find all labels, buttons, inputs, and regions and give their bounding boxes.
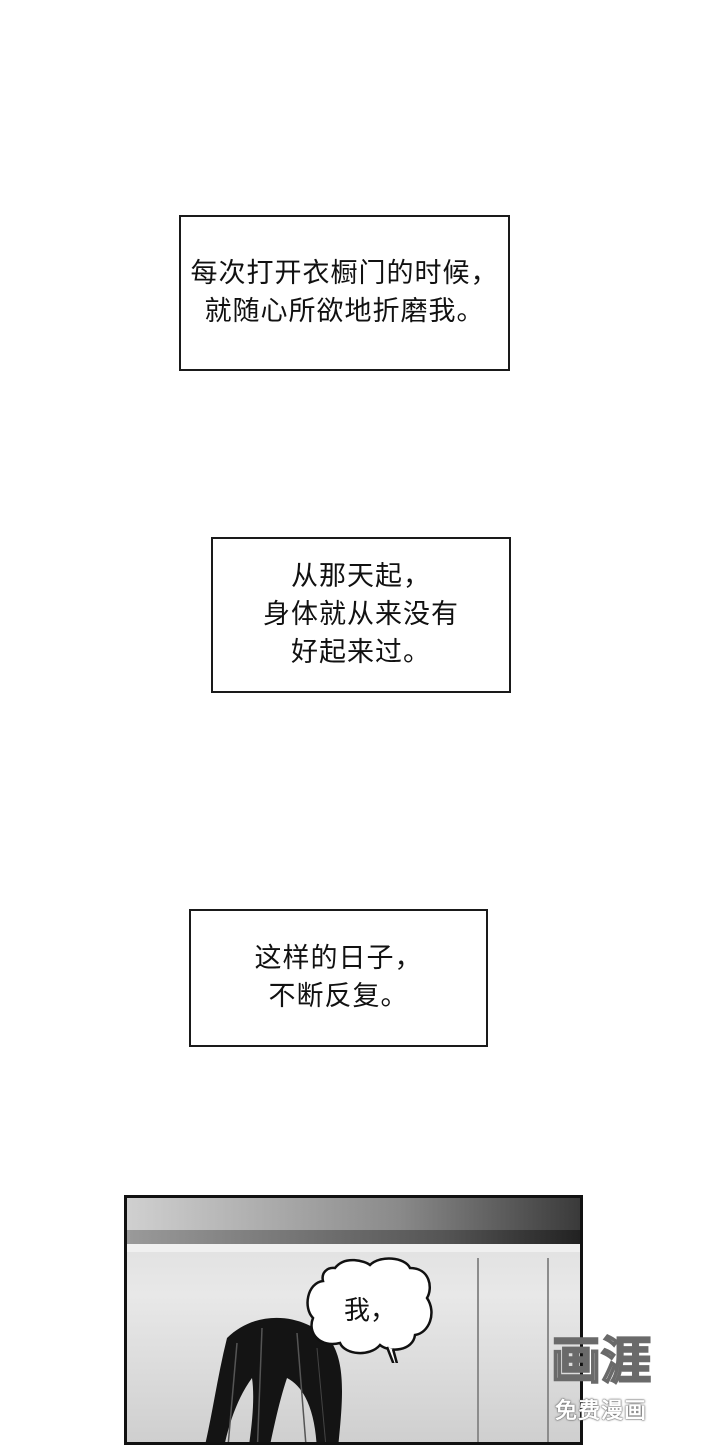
ceiling-beam-shadow <box>127 1230 580 1244</box>
narration-line: 身体就从来没有 <box>263 599 459 630</box>
narration-line: 好起来过。 <box>291 637 431 668</box>
comic-panel: 我， <box>124 1195 583 1445</box>
narration-line: 就随心所欲地折磨我。 <box>204 296 485 327</box>
watermark-logo-text: 画涯 <box>551 1332 651 1390</box>
wall-seam <box>477 1258 479 1442</box>
narration-box-3: 这样的日子， 不断反复。 <box>189 909 488 1047</box>
narration-line: 这样的日子， <box>254 943 423 974</box>
narration-line: 不断反复。 <box>268 981 409 1012</box>
ceiling-trim <box>127 1244 580 1252</box>
ceiling-beam <box>127 1198 580 1230</box>
narration-box-2: 从那天起， 身体就从来没有 好起来过。 <box>211 537 511 693</box>
watermark: 画涯 免费漫画 <box>538 1328 664 1430</box>
wall-seam <box>547 1258 549 1442</box>
watermark-subtitle: 免费漫画 <box>554 1399 647 1424</box>
narration-line: 从那天起， <box>291 561 431 592</box>
speech-bubble <box>306 1257 433 1363</box>
watermark-logo-glyphs: 画涯 <box>550 1331 652 1390</box>
watermark-logo: 画涯 <box>538 1328 664 1390</box>
speech-text: 我， <box>343 1295 396 1326</box>
narration-line: 每次打开衣橱门的时候， <box>190 258 499 289</box>
narration-box-1: 每次打开衣橱门的时候， 就随心所欲地折磨我。 <box>179 215 510 371</box>
